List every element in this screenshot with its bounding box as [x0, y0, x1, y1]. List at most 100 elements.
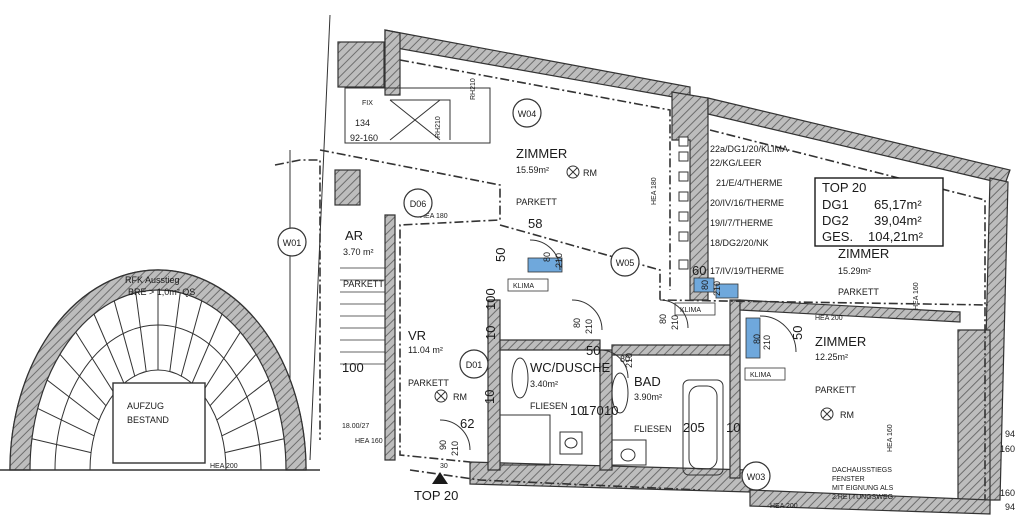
- shaft-label: 22/KG/LEER: [710, 158, 762, 168]
- stair-step-line: [169, 292, 181, 372]
- top-info-dg1-value: 65,17m²: [874, 197, 922, 212]
- edge-94: 94: [1005, 429, 1015, 439]
- top-info-box: [814, 177, 944, 247]
- shaft-label: 22a/DG1/20/KLIMA: [710, 144, 788, 154]
- stair-step-line: [224, 438, 285, 454]
- hea160-left: HEA 160: [355, 438, 383, 445]
- zimmer2-floor: PARKETT: [838, 287, 879, 297]
- shaft-square: [678, 259, 689, 270]
- dim-210: 210: [584, 319, 594, 334]
- dim-210: 210: [712, 281, 722, 296]
- shaft-square: [678, 191, 689, 202]
- dach-note-4: 2.RETTUNGSWEG: [832, 494, 893, 501]
- hea200-bottom: HEA 200: [770, 503, 798, 510]
- bathroom-fixtures: [499, 357, 724, 476]
- dim-210: 210: [762, 335, 772, 350]
- vr-rm: RM: [453, 392, 467, 402]
- window-tag-label: W03: [747, 472, 766, 482]
- shaft-label: 21/E/4/THERME: [716, 178, 783, 188]
- dach-note-2: FENSTER: [832, 476, 865, 483]
- aufzug-label: AUFZUG: [127, 401, 164, 411]
- dim-80: 80: [658, 314, 668, 324]
- window-tag-label: W01: [283, 238, 302, 248]
- rm-icon: [566, 165, 580, 179]
- dim-10: 10: [570, 403, 584, 418]
- dim-210: 210: [554, 253, 564, 268]
- stair-step-line: [59, 353, 107, 407]
- klima-label: KLIMA: [750, 372, 771, 379]
- top-info-dg2-label: DG2: [822, 213, 849, 228]
- dim-205: 205: [683, 420, 705, 435]
- klima-box: [744, 367, 786, 381]
- rfk-label-2: BRE > 1,0m² QS: [128, 287, 195, 297]
- dim-210: 210: [670, 315, 680, 330]
- wc-area: 3.40m²: [530, 379, 558, 389]
- rm-icon: [820, 407, 834, 421]
- zimmer2-name: ZIMMER: [838, 246, 889, 261]
- stair-step-line: [191, 313, 223, 384]
- door-tag-label: D01: [466, 360, 483, 370]
- fix-label: FIX: [362, 100, 373, 107]
- dim-60: 60: [692, 263, 706, 278]
- shaft-list: 22a/DG1/20/KLIMA 22/KG/LEER 21/E/4/THERM…: [678, 136, 788, 276]
- bad-area: 3.90m²: [634, 392, 662, 402]
- shaft-square: [678, 211, 689, 222]
- edge-94: 94: [1005, 502, 1015, 512]
- shaft-label: 17/IV/19/THERME: [710, 266, 784, 276]
- dim-210: 210: [450, 441, 460, 456]
- klima-unit: [715, 283, 739, 299]
- dach-note-1: DACHAUSSTIEGS: [832, 467, 892, 474]
- bad-name: BAD: [634, 374, 661, 389]
- window-tag-label: W04: [518, 109, 537, 119]
- door-tag-d06: D06: [403, 188, 433, 218]
- stair-step-line: [180, 300, 203, 377]
- stair-step-line: [46, 379, 100, 421]
- stair-step-line: [37, 407, 95, 437]
- dim-10: 10: [483, 326, 498, 340]
- dim-210: 210: [624, 353, 634, 368]
- top-info-dg2-value: 39,04m²: [874, 213, 922, 228]
- stair-step-line: [201, 331, 241, 394]
- klima-box: [507, 278, 549, 292]
- rm-icon: [434, 389, 448, 403]
- stair-step-line: [31, 438, 92, 454]
- stair-step-line: [93, 313, 125, 384]
- zimmer3-floor: PARKETT: [815, 385, 856, 395]
- zimmer3-area: 12.25m²: [815, 352, 848, 362]
- hea180-vertical: HEA 180: [651, 177, 658, 205]
- dim-50: 50: [493, 248, 508, 262]
- shaft-square: [678, 136, 689, 147]
- dim-80: 80: [542, 252, 552, 262]
- entrance-label: TOP 20: [414, 488, 458, 503]
- dim-80: 80: [620, 354, 630, 364]
- klima-unit: [693, 277, 715, 293]
- shaft-square: [678, 171, 689, 182]
- bad-floor: FLIESEN: [634, 424, 672, 434]
- door-tag-d01: D01: [459, 349, 489, 379]
- stair-step-line: [221, 407, 279, 437]
- window-tag-w01: W01: [277, 227, 307, 257]
- dim-10: 10: [482, 390, 497, 404]
- rh-label-2: RH210: [470, 78, 477, 100]
- stair-step-line: [135, 292, 147, 372]
- vr-floor: PARKETT: [408, 378, 449, 388]
- entrance-arrow-icon: [432, 472, 448, 484]
- hea160-upper: HEA 160: [913, 282, 920, 310]
- ar-floor: PARKETT: [343, 279, 384, 289]
- zimmer3-name: ZIMMER: [815, 334, 866, 349]
- klima-label: KLIMA: [513, 283, 534, 290]
- shaft-label: 20/IV/16/THERME: [710, 198, 784, 208]
- rh-label-1: RH210: [435, 116, 442, 138]
- spiral-staircase: [0, 269, 320, 471]
- wc-name: WC/DUSCHE: [530, 360, 610, 375]
- dim-100: 100: [342, 360, 364, 375]
- dim-90: 90: [438, 440, 448, 450]
- window-tag-w04: W04: [512, 98, 542, 128]
- roof-outlines: [274, 14, 991, 500]
- klima-label: KLIMA: [680, 307, 701, 314]
- dim-100: 100: [483, 288, 498, 310]
- top-info-title: TOP 20: [822, 180, 866, 195]
- shaft-square: [678, 151, 689, 162]
- bestand-label: BESTAND: [127, 415, 169, 425]
- window-size-a: 134: [355, 118, 370, 128]
